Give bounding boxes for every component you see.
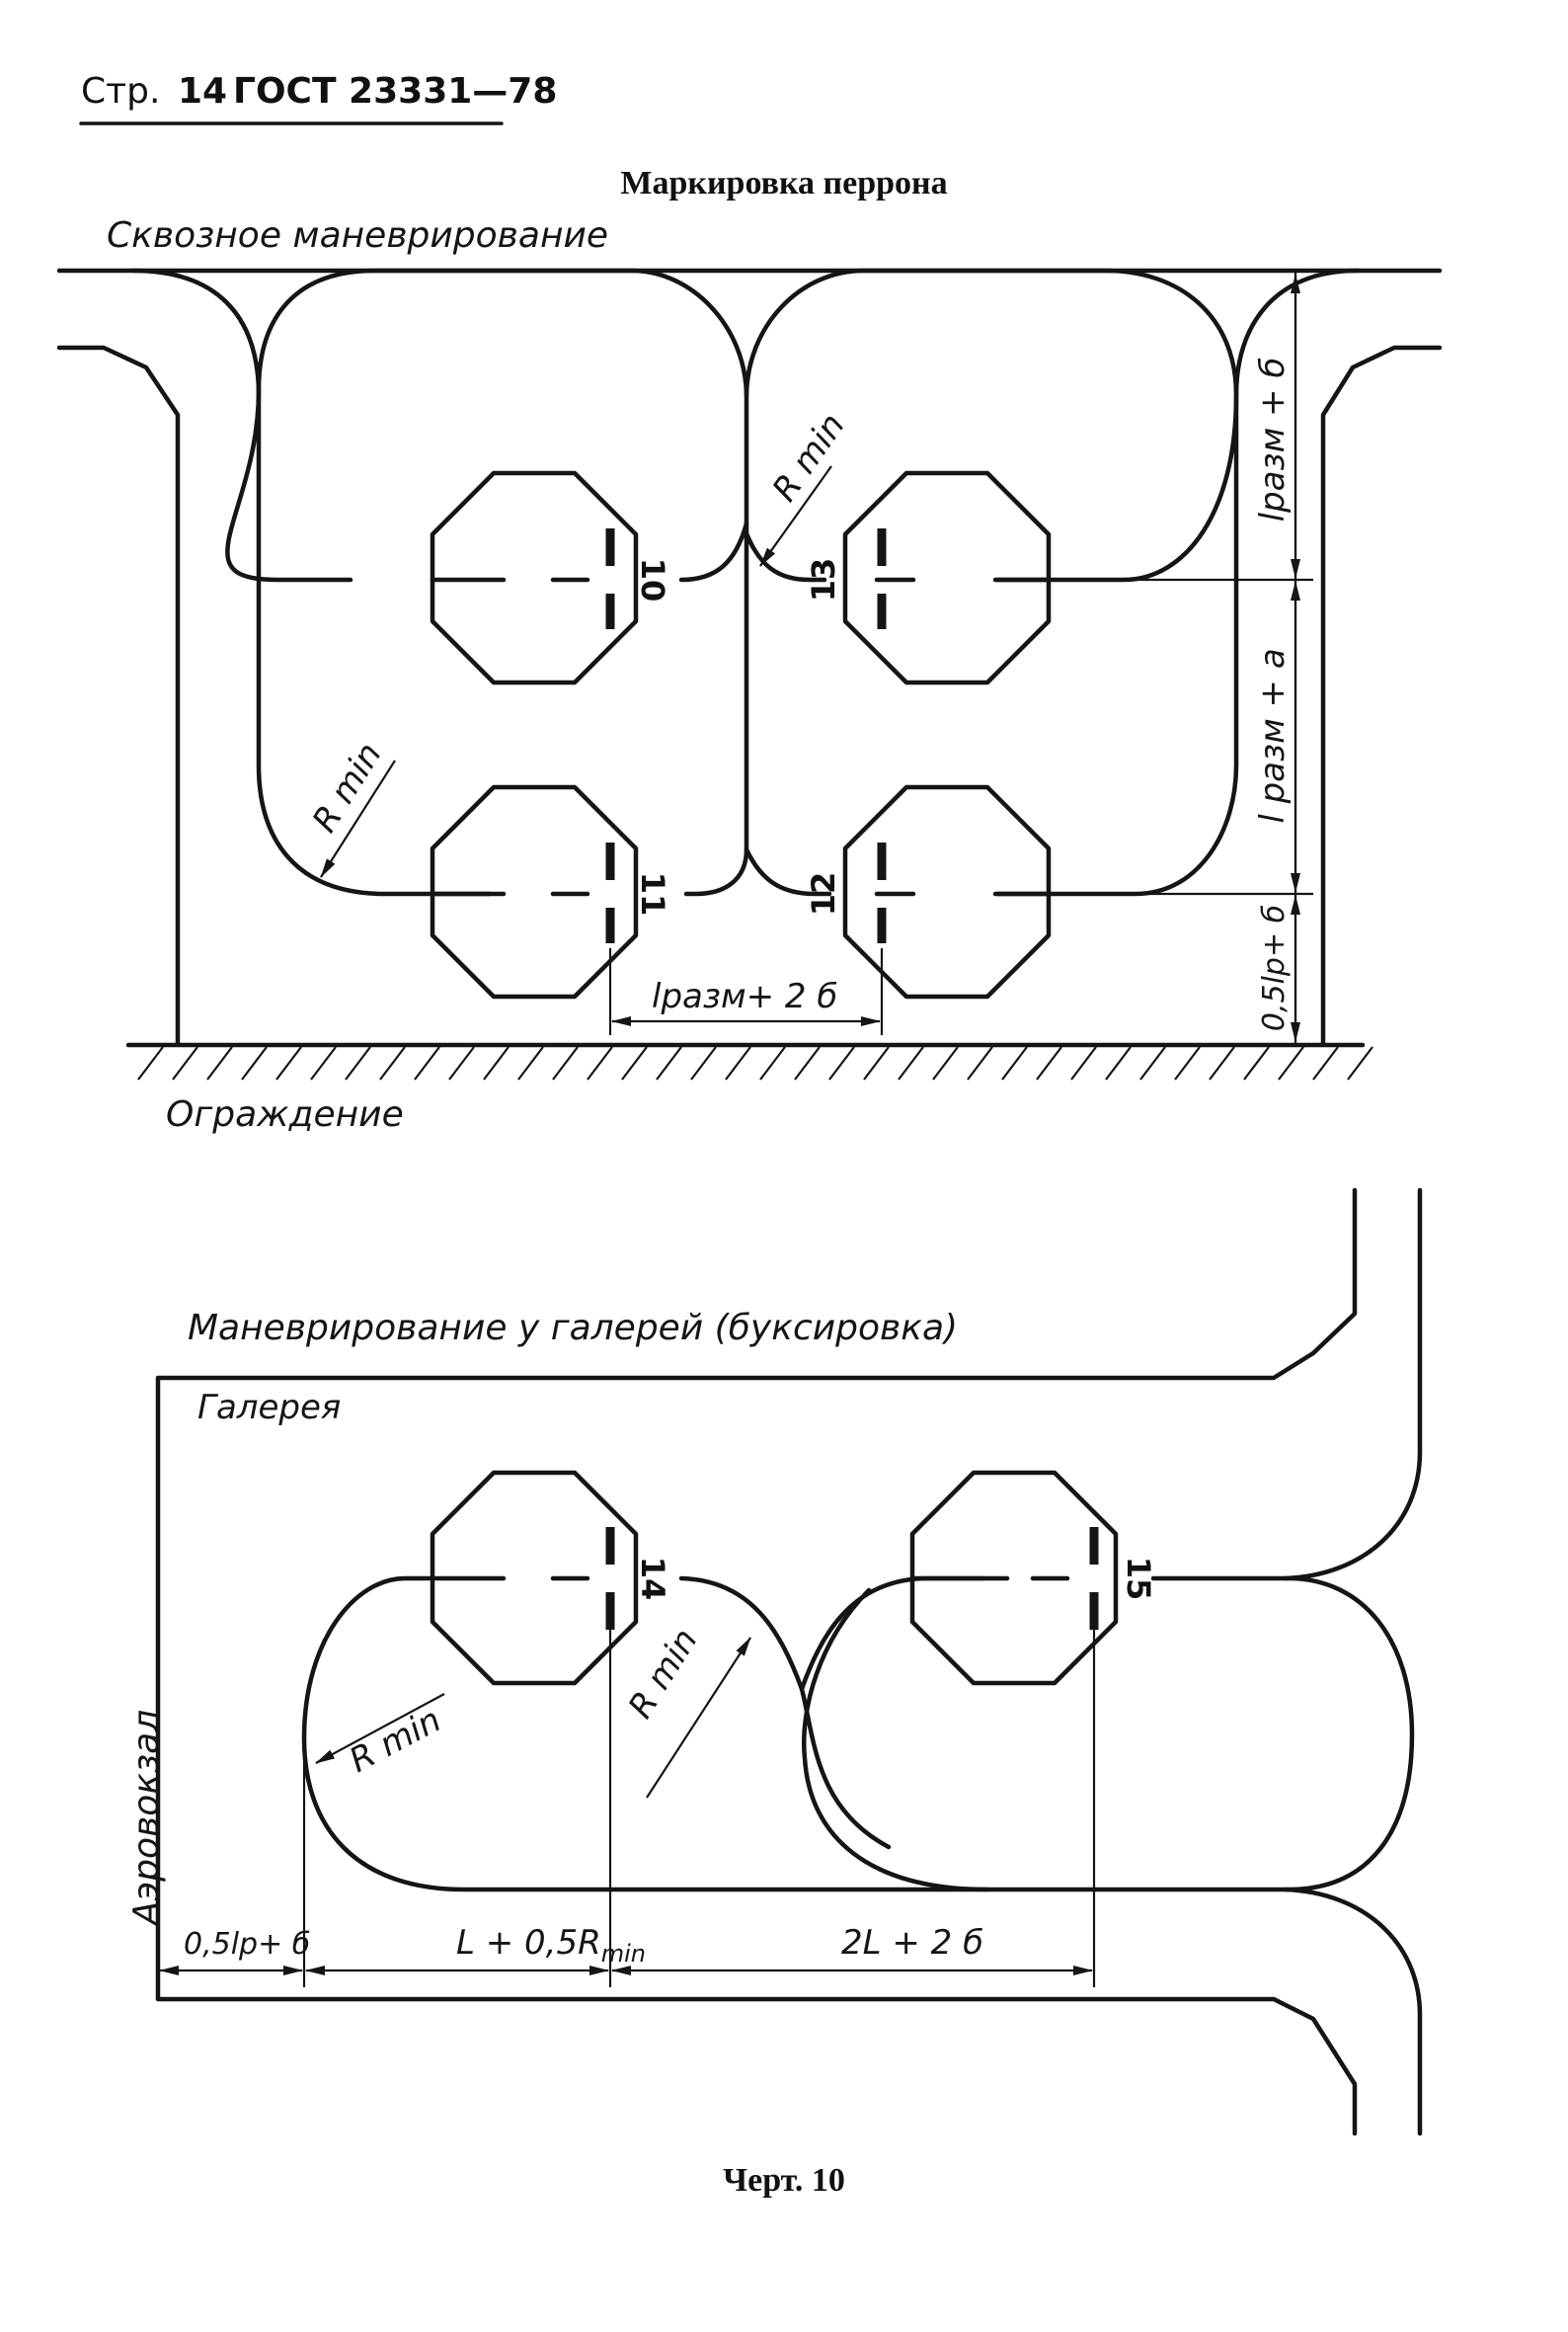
page-number: 14: [178, 71, 227, 112]
page-prefix: Стр.: [81, 71, 160, 112]
stand-14: 14: [430, 1470, 671, 1686]
left-lead-line: [130, 268, 492, 897]
stand-number: 14: [634, 1557, 671, 1601]
stand-number: 12: [805, 872, 842, 917]
stand-octagon: [430, 470, 639, 685]
taxiway-right-upper: [1283, 1187, 1423, 1581]
fence-label: Ограждение: [166, 1094, 404, 1135]
right-loop-line: [744, 268, 1239, 897]
dimension-label-main: L + 0,5R: [456, 1923, 601, 1963]
dimension-label: lразм + б: [1253, 358, 1293, 523]
dimension-extension: [608, 948, 884, 1035]
stand12-lead-in: [744, 846, 832, 897]
stand-octagon: [842, 784, 1052, 1000]
stand-11: 11: [430, 784, 671, 1000]
stand-octagon: [430, 1470, 639, 1686]
stand-number: 13: [805, 558, 842, 603]
right-taxiway-edge: [1320, 345, 1443, 1046]
stand-10: 10: [430, 470, 671, 685]
stand-number: 15: [1120, 1557, 1157, 1601]
dimension-label: l разм + а: [1253, 648, 1293, 823]
dimension-label: lразм+ 2 б: [652, 977, 837, 1016]
stand-octagon: [909, 1470, 1119, 1686]
stand-12: 12: [805, 784, 1052, 1000]
stand-octagon: [430, 784, 639, 1000]
top-caption: Сквозное маневрирование: [107, 215, 608, 256]
tow-inner-loop: [802, 1587, 990, 1892]
top-diagram: Сквозное маневрирование Ограждение 10 13: [56, 215, 1443, 1135]
left-taxiway-edge: [56, 345, 181, 1046]
terminal-label: Аэровокзал: [126, 1710, 167, 1927]
page-title: Маркировка перрона: [620, 165, 947, 201]
stand-13: 13: [805, 470, 1052, 685]
radius-label: R min: [621, 1622, 706, 1726]
tow-loop-outer: [301, 1575, 1415, 1892]
stand10-lead-in: [678, 521, 749, 583]
radius-leader: [320, 760, 396, 878]
bottom-caption: Маневрирование у галерей (буксировка): [188, 1308, 958, 1348]
stand13-lead-in: [744, 530, 827, 583]
dimension-extension: [1049, 578, 1313, 896]
gallery-boundary: [155, 1187, 1358, 2136]
dimension-label: L + 0,5Rmin: [456, 1923, 646, 1968]
stand-octagon: [842, 470, 1052, 685]
radius-label: R min: [765, 406, 853, 509]
standard-number: ГОСТ 23331—78: [233, 71, 557, 112]
stand-number: 10: [634, 558, 671, 603]
taxiway-right-lower: [1283, 1887, 1423, 2136]
bottom-diagram: Маневрирование у галерей (буксировка) Га…: [126, 1187, 1423, 2136]
radius-leader: [315, 1693, 445, 1764]
dimension-label: 0,5lр+ б: [184, 1927, 310, 1962]
dimension-label: 0,5lр+ б: [1257, 905, 1292, 1031]
dimension-label-subscript: min: [601, 1940, 646, 1968]
stand-15: 15: [909, 1470, 1157, 1686]
gallery-label: Галерея: [197, 1388, 341, 1427]
right-lead-line: [994, 268, 1361, 583]
page-header: Стр. 14 ГОСТ 23331—78: [79, 71, 557, 125]
radius-leader: [646, 1637, 751, 1799]
stand-number: 11: [634, 872, 671, 917]
radius-label: R min: [343, 1700, 447, 1781]
dimension-extension: [302, 1630, 1096, 1987]
figure-caption: Черт. 10: [723, 2162, 845, 2199]
radius-leader: [759, 465, 832, 567]
dimension-label: 2L + 2 б: [841, 1923, 983, 1963]
fence-hatching: [137, 1046, 1373, 1081]
